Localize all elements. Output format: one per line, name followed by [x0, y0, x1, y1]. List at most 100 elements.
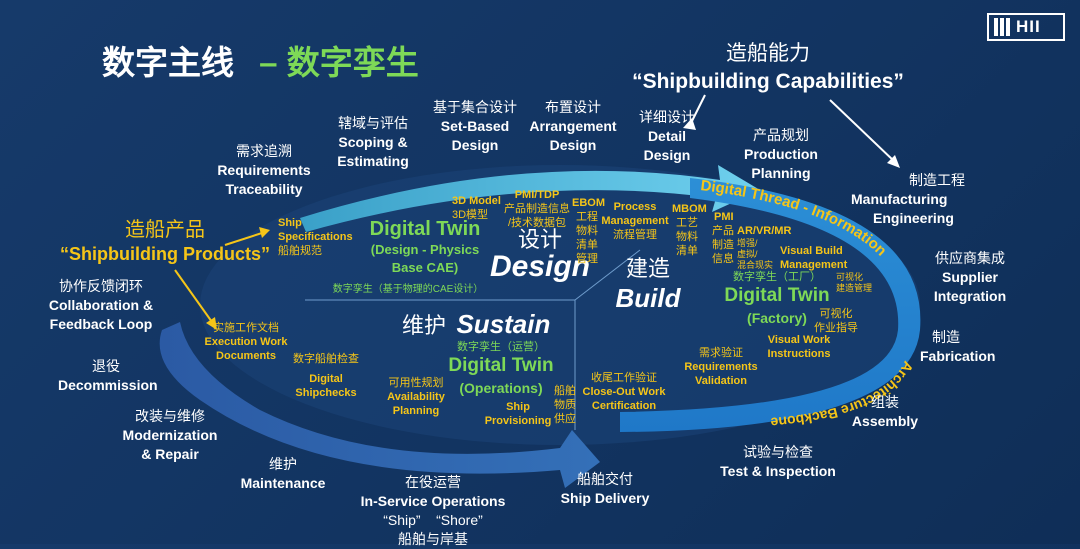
label-en: Management — [780, 259, 848, 271]
label-en: Detail — [647, 128, 687, 144]
label-cn: 船舶交付 — [576, 471, 633, 487]
test-inspection-label: 试验与检查 Test & Inspection — [720, 443, 836, 481]
label-en: Planning — [392, 405, 440, 417]
visual-build-management-label: Visual Build Management — [780, 244, 847, 272]
production-planning-label: 产品规划 Production Planning — [744, 126, 818, 183]
dt-sub: (Design - Physics — [370, 242, 480, 257]
label-en: Set-Based — [440, 118, 510, 134]
label-en: Visual Work — [767, 334, 831, 346]
label-en: Design — [643, 147, 691, 163]
label-en: Collaboration & — [48, 297, 154, 313]
label-en: & Repair — [141, 446, 199, 462]
label-cn: 数字船舶检查 — [293, 353, 359, 365]
in-service-operations-label: 在役运营 In-Service Operations “Ship” “Shore… — [361, 473, 506, 549]
products-arrow-down — [174, 269, 213, 323]
requirements-validation-label: 需求验证 Requirements Validation — [684, 346, 757, 388]
phase-en: Design — [489, 250, 591, 283]
label-en: Integration — [933, 288, 1007, 304]
products-en: “Shipbuilding Products” — [60, 244, 270, 264]
arrowhead — [259, 227, 270, 238]
capabilities-cn: 造船能力 — [726, 42, 810, 65]
label-en: Shipchecks — [295, 387, 357, 399]
label-cn: 清单 — [576, 239, 598, 251]
dt-sub: Base CAE) — [391, 260, 459, 275]
dt-title: Digital Twin — [724, 285, 830, 306]
label-cn: 收尾工作验证 — [590, 372, 657, 384]
collaboration-feedback-label: 协作反馈闭环 Collaboration & Feedback Loop — [49, 277, 153, 334]
label-en: Requirements — [217, 162, 311, 178]
visual-work-cn: 可视化 作业指导 — [814, 307, 858, 335]
digital-shipchecks-label: 数字船舶检查 Digital Shipchecks — [293, 352, 359, 400]
supplier-integration-label: 供应商集成 Supplier Integration — [934, 249, 1006, 306]
label-cn: 混合现实 — [737, 260, 774, 270]
label-en: Process — [613, 201, 657, 213]
dt-cn: 数字孪生（工厂） — [732, 271, 821, 283]
execution-work-documents-label: 实施工作文档 Execution Work Documents — [205, 321, 288, 363]
label-en: Design — [549, 137, 597, 153]
label-cn: 物料 — [676, 231, 698, 243]
label-en: In-Service Operations — [360, 493, 506, 509]
label-cn: 工艺 — [676, 217, 698, 229]
capabilities-heading: 造船能力 “Shipbuilding Capabilities” — [632, 40, 904, 96]
label-en: Decommission — [58, 377, 158, 393]
label-en: Documents — [216, 350, 276, 362]
modernization-repair-label: 改装与维修 Modernization & Repair — [123, 407, 218, 464]
label-cn: 作业指导 — [814, 322, 858, 334]
label-cn: 船舶规范 — [278, 245, 322, 257]
label-en: Assembly — [851, 413, 919, 429]
label-cn: 辖域与评估 — [337, 115, 408, 131]
scoping-label: 辖域与评估 Scoping & Estimating — [337, 114, 409, 171]
label-en: Validation — [695, 375, 747, 387]
label-cn: 船舶与岸基 — [398, 531, 468, 547]
ship-specifications-label: Ship Specifications 船舶规范 — [278, 216, 353, 258]
products-heading: 造船产品 “Shipbuilding Products” — [60, 218, 270, 266]
phase-cn: 建造 — [625, 256, 670, 281]
products-arrow-up — [224, 232, 263, 246]
mbom-label: MBOM 工艺 物料 清单 — [672, 202, 707, 258]
label-en: Engineering — [873, 210, 954, 226]
build-phase: 建造 Build — [616, 255, 681, 313]
label-cn: 可视化 — [836, 272, 864, 282]
label-cn: 试验与检查 — [743, 444, 813, 460]
visual-work-instructions-label: Visual Work Instructions — [768, 333, 831, 361]
dt-sub: (Factory) — [747, 310, 807, 326]
phase-cn: 设计 — [517, 227, 562, 252]
phase-en: Sustain — [456, 309, 551, 339]
operations-digital-twin: 数字孪生（运营） Digital Twin (Operations) — [448, 340, 553, 398]
availability-planning-label: 可用性规划 Availability Planning — [387, 376, 445, 418]
design-phase: 设计 Design — [490, 228, 590, 282]
label-en: Modernization — [122, 427, 218, 443]
label-cn: /技术数据包 — [507, 217, 567, 229]
label-en: Execution Work — [204, 336, 288, 348]
ebom-label: EBOM 工程 物料 清单 管理 — [572, 196, 605, 266]
label-en: Feedback Loop — [49, 316, 153, 332]
label-cn: 改装与维修 — [134, 408, 205, 424]
factory-digital-twin: 数字孪生（工厂） Digital Twin (Factory) — [724, 270, 829, 328]
label-en: Arrangement — [529, 118, 617, 134]
label-cn: 清单 — [676, 245, 698, 257]
label-en: AR/VR/MR — [737, 225, 792, 237]
label-cn: 物质 — [554, 399, 576, 411]
label-en: Provisioning — [484, 415, 552, 427]
label-en: Production — [744, 146, 818, 162]
label-cn: 供应商集成 — [935, 250, 1005, 266]
ship-provisioning-label: Ship Provisioning — [485, 400, 552, 428]
label-cn: 基于集合设计 — [433, 99, 517, 115]
arrangement-design-label: 布置设计 Arrangement Design — [529, 98, 616, 155]
digital-thread-ring — [620, 178, 921, 432]
capability-arrow-right — [829, 99, 896, 163]
page-title: 数字主线 – 数字孪生 — [102, 36, 419, 84]
divider-line — [574, 249, 641, 301]
label-cn: 制造 — [932, 329, 960, 345]
label-cn: 实施工作文档 — [213, 322, 279, 334]
phase-en: Build — [615, 283, 681, 313]
label-cn: 虚拟/ — [737, 249, 758, 259]
arrowhead — [683, 118, 696, 130]
label-cn: 制造 — [712, 239, 734, 251]
requirements-traceability-label: 需求追溯 Requirements Traceability — [217, 142, 310, 199]
label-en: Test & Inspection — [720, 463, 836, 479]
label-en: Supplier — [941, 269, 998, 285]
ship-delivery-label: 船舶交付 Ship Delivery — [561, 470, 650, 508]
detail-design-label: 详细设计 Detail Design — [639, 108, 695, 165]
